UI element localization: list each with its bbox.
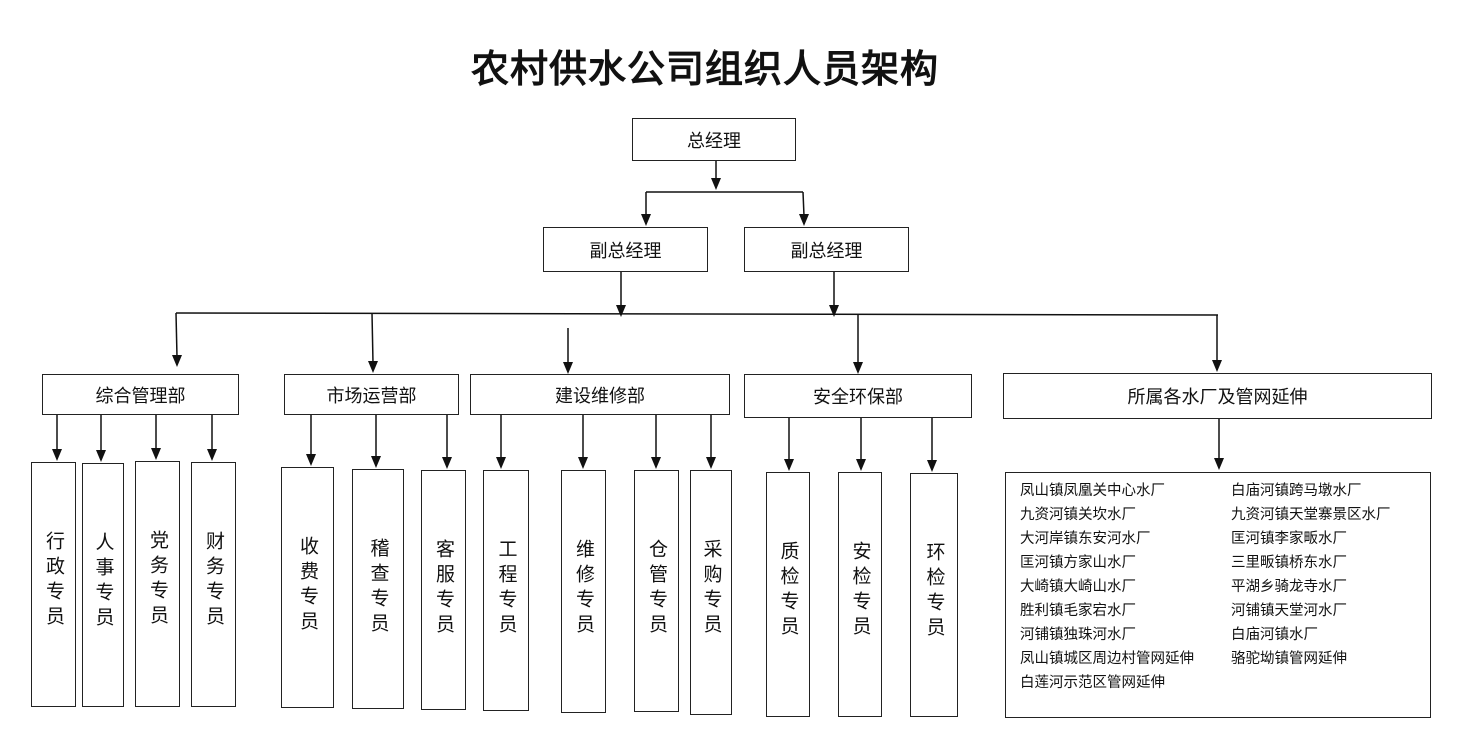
plant-item: 河铺镇独珠河水厂	[1020, 627, 1136, 643]
staff-admin-1: 行政专员	[31, 462, 76, 707]
chart-title: 农村供水公司组织人员架构	[470, 46, 939, 91]
staff-label: 客服专员	[433, 539, 455, 639]
deputy-manager-box-1: 副总经理	[543, 227, 708, 272]
arrow-head	[172, 355, 182, 367]
arrow-head	[784, 459, 794, 471]
dept-market-box: 市场运营部	[284, 374, 459, 415]
dept-safety-box: 安全环保部	[744, 374, 972, 418]
arrow-head	[856, 459, 866, 471]
staff-label: 安检专员	[849, 541, 872, 641]
connector-line	[802, 191, 805, 217]
staff-label: 环检专员	[923, 542, 946, 642]
staff-market-2: 稽查专员	[352, 469, 404, 709]
arrow-head	[306, 454, 316, 466]
arrow-head	[151, 448, 161, 460]
water-plants-list: 凤山镇凤凰关中心水厂 九资河镇关坎水厂 大河岸镇东安河水厂 匡河镇方家山水厂 大…	[1005, 472, 1431, 718]
arrow-head	[1212, 360, 1222, 372]
arrow-head	[563, 362, 573, 374]
plant-item: 凤山镇凤凰关中心水厂	[1020, 483, 1165, 499]
staff-label: 工程专员	[495, 539, 518, 639]
connector-line	[371, 312, 374, 364]
plant-item: 九资河镇关坎水厂	[1020, 507, 1136, 523]
staff-construction-4: 采购专员	[690, 470, 732, 715]
plant-item: 九资河镇天堂寨景区水厂	[1231, 507, 1391, 523]
staff-safety-1: 质检专员	[766, 472, 810, 717]
staff-label: 收费专员	[297, 536, 319, 636]
arrow-head	[651, 457, 661, 469]
arrow-head	[442, 457, 452, 469]
plant-item: 骆驼坳镇管网延伸	[1231, 651, 1347, 667]
staff-label: 稽查专员	[367, 538, 390, 638]
dept-plants-box: 所属各水厂及管网延伸	[1003, 373, 1432, 419]
arrow-head	[927, 460, 937, 472]
staff-admin-4: 财务专员	[191, 462, 236, 707]
staff-label: 财务专员	[203, 531, 225, 631]
arrow-head	[706, 457, 716, 469]
plant-item: 白庙河镇水厂	[1231, 627, 1318, 643]
staff-label: 党务专员	[147, 530, 169, 630]
dept-construction-box: 建设维修部	[470, 374, 730, 415]
staff-label: 质检专员	[777, 541, 800, 641]
staff-construction-2: 维修专员	[561, 470, 606, 713]
plant-item: 凤山镇城区周边村管网延伸	[1020, 651, 1194, 667]
arrow-head	[368, 361, 378, 373]
arrow-head	[711, 178, 721, 190]
plant-item: 河铺镇天堂河水厂	[1231, 603, 1347, 619]
connector-line	[175, 312, 1219, 316]
staff-label: 仓管专员	[646, 539, 668, 639]
arrow-head	[96, 450, 106, 462]
arrow-head	[207, 449, 217, 461]
plant-item: 白庙河镇跨马墩水厂	[1231, 483, 1362, 499]
staff-admin-3: 党务专员	[135, 461, 180, 707]
plant-item: 白莲河示范区管网延伸	[1020, 675, 1165, 691]
staff-label: 人事专员	[92, 532, 115, 632]
staff-construction-1: 工程专员	[483, 470, 529, 711]
staff-market-1: 收费专员	[281, 467, 334, 708]
staff-market-3: 客服专员	[421, 470, 466, 710]
arrow-head	[853, 362, 863, 374]
staff-safety-2: 安检专员	[838, 472, 882, 717]
plant-item: 匡河镇方家山水厂	[1020, 555, 1136, 571]
plant-item: 大河岸镇东安河水厂	[1020, 531, 1151, 547]
staff-label: 维修专员	[573, 539, 595, 639]
arrow-head	[578, 457, 588, 469]
staff-label: 采购专员	[700, 539, 723, 639]
plant-item: 大崎镇大崎山水厂	[1020, 579, 1136, 595]
plant-item: 平湖乡骑龙寺水厂	[1231, 579, 1347, 595]
plant-item: 三里畈镇桥东水厂	[1231, 555, 1347, 571]
arrow-head	[616, 305, 626, 317]
plant-item: 匡河镇李家畈水厂	[1231, 531, 1347, 547]
staff-admin-2: 人事专员	[82, 463, 124, 707]
arrow-head	[52, 449, 62, 461]
deputy-manager-box-2: 副总经理	[744, 227, 909, 272]
arrow-head	[496, 457, 506, 469]
staff-safety-3: 环检专员	[910, 473, 958, 717]
staff-label: 行政专员	[43, 531, 65, 631]
arrow-head	[799, 214, 809, 226]
plant-item: 胜利镇毛家宕水厂	[1020, 603, 1136, 619]
staff-construction-3: 仓管专员	[634, 470, 679, 712]
general-manager-box: 总经理	[632, 118, 796, 161]
arrow-head	[371, 456, 381, 468]
dept-admin-box: 综合管理部	[42, 374, 239, 415]
arrow-head	[829, 305, 839, 317]
arrow-head	[1214, 458, 1224, 470]
connector-line	[175, 312, 178, 358]
arrow-head	[641, 214, 651, 226]
